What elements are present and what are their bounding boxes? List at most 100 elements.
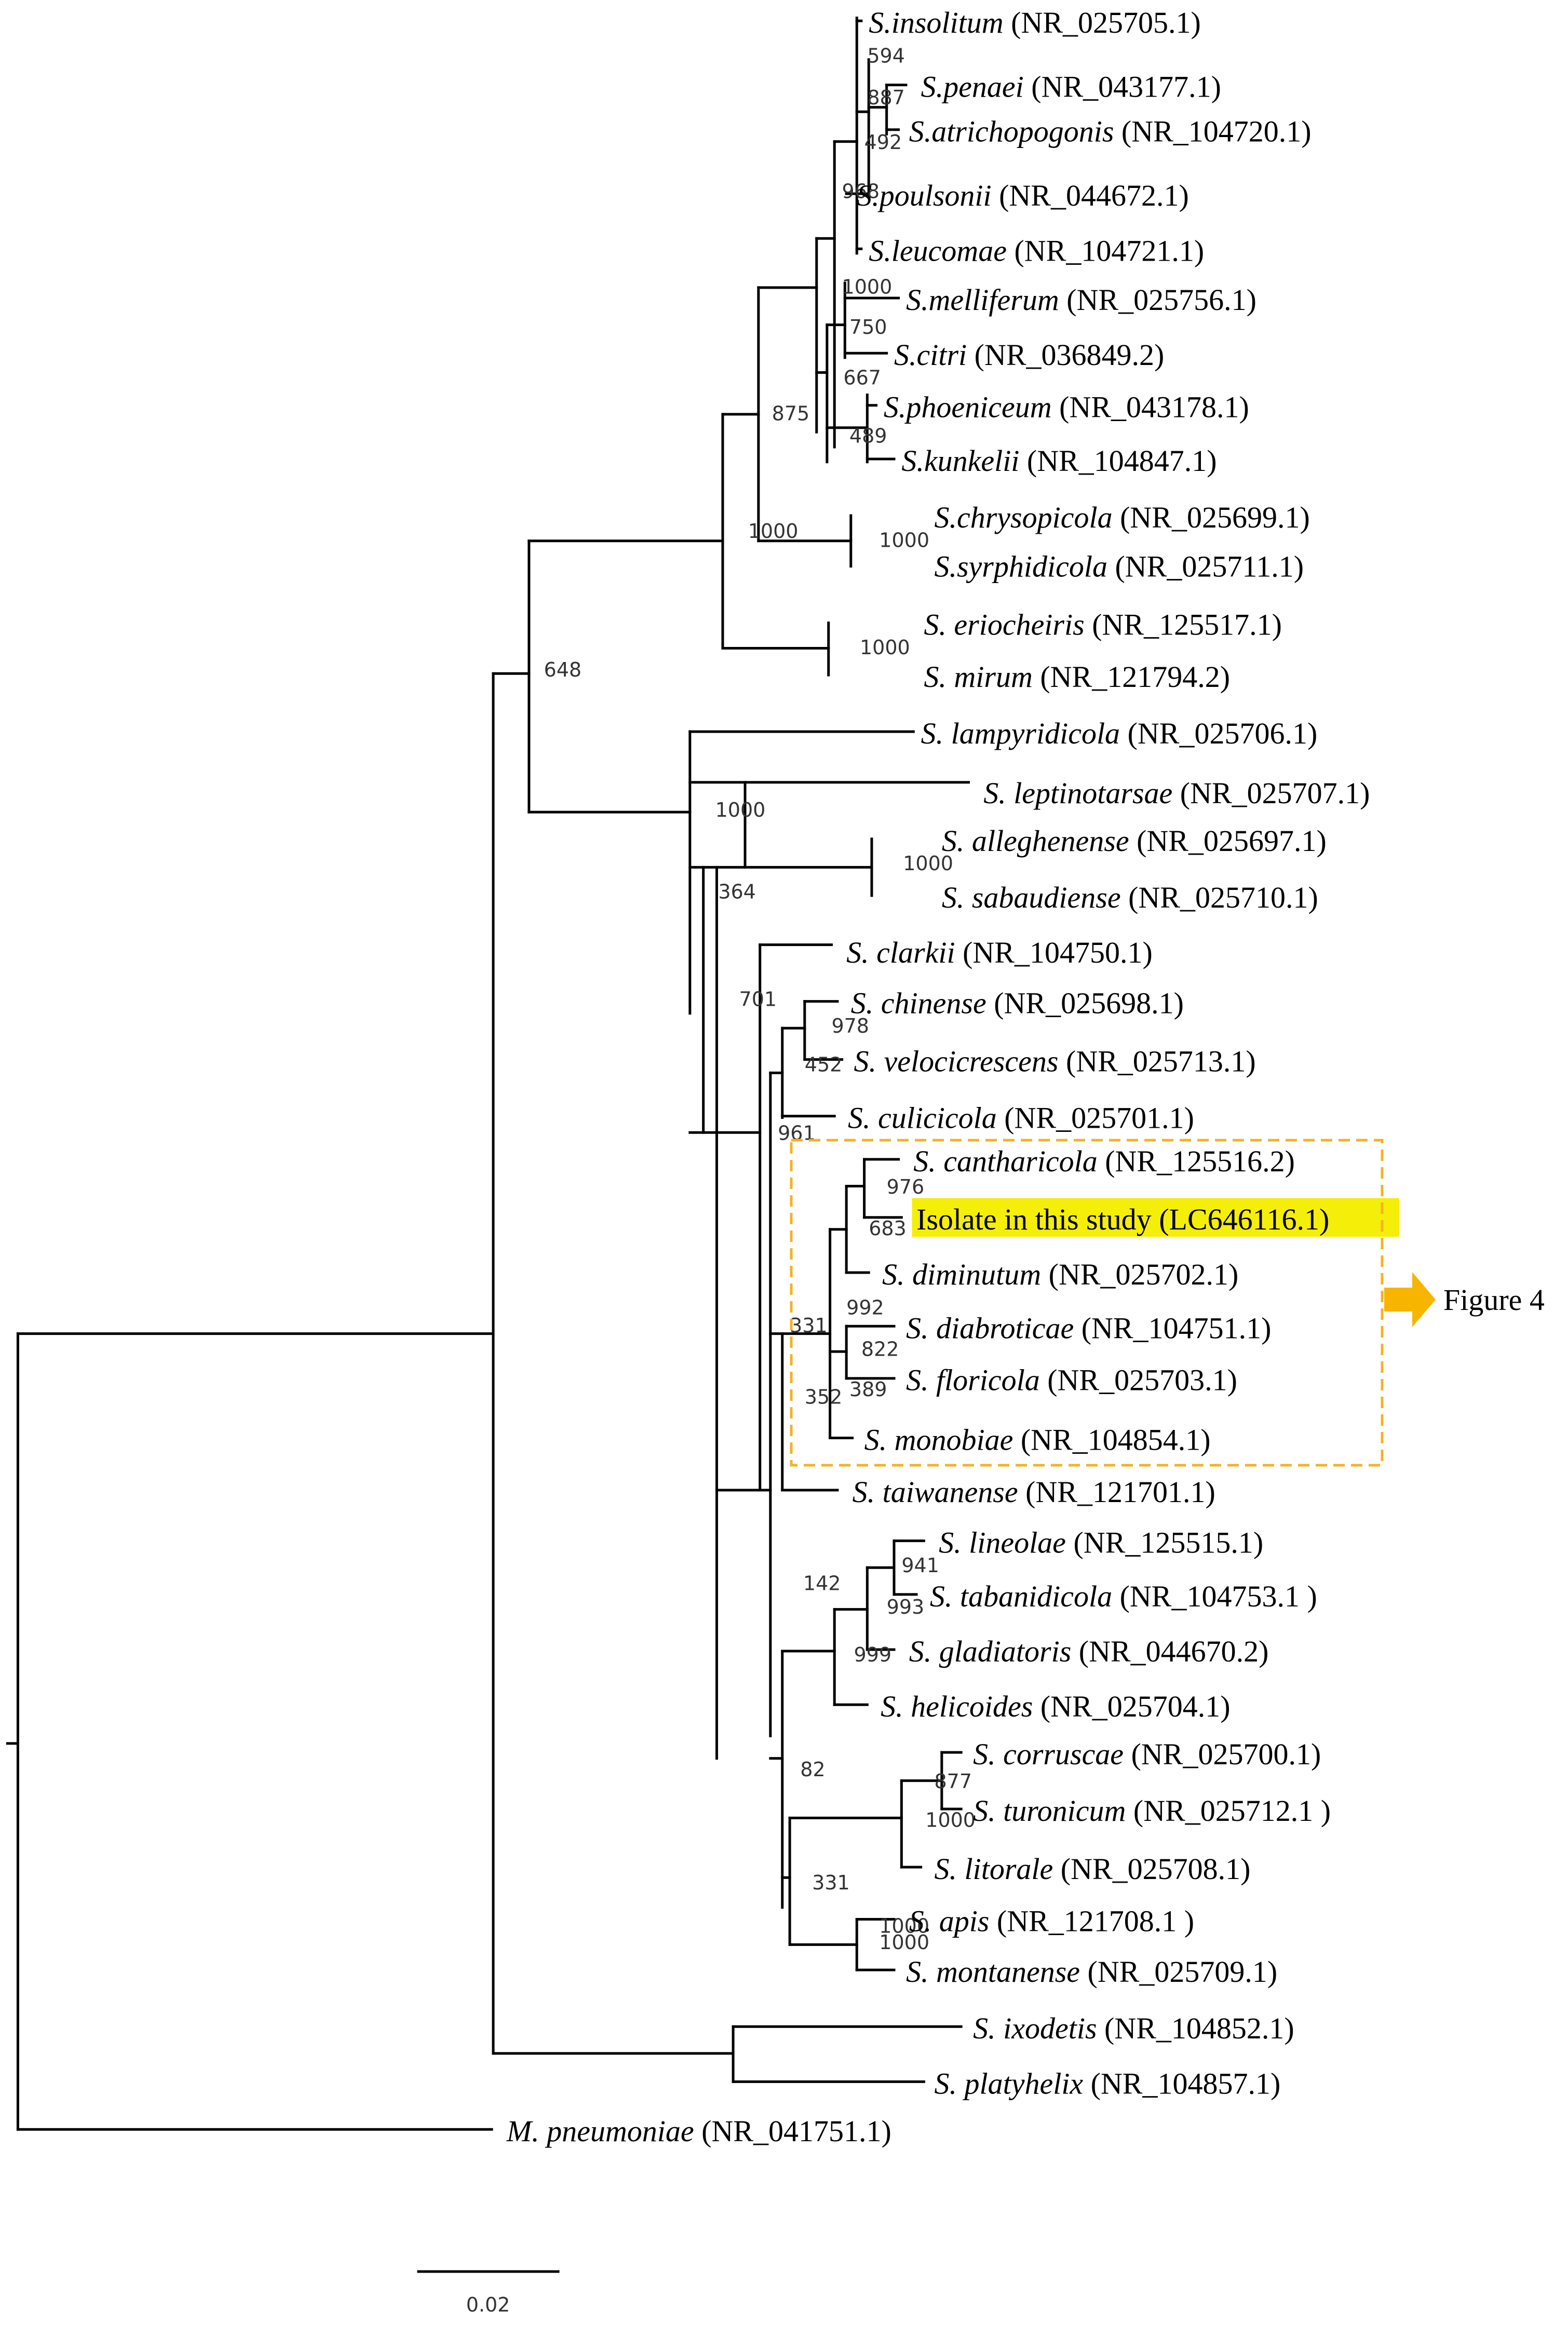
taxon-accession: (NR_025702.1) (1049, 1258, 1239, 1291)
taxon-species: S. velocicrescens (854, 1045, 1059, 1078)
taxon-label: S.insolitum (NR_025705.1) (869, 6, 1201, 39)
taxon-accession: (NR_125517.1) (1092, 608, 1282, 642)
taxon-accession: (NR_025710.1) (1128, 881, 1318, 914)
bootstrap-value: 667 (843, 366, 881, 389)
taxon-label: S.leucomae (NR_104721.1) (869, 234, 1204, 267)
bootstrap-value: 1000 (860, 636, 910, 659)
bootstrap-value: 389 (849, 1378, 887, 1401)
bootstrap-value: 331 (812, 1871, 850, 1894)
taxon-accession: (NR_104857.1) (1091, 2066, 1281, 2100)
taxon-accession: (NR_025705.1) (1011, 6, 1201, 39)
taxon-label: S. lineolae (NR_125515.1) (939, 1526, 1263, 1560)
taxon-species: S. corruscae (973, 1737, 1124, 1771)
taxon-species: S. diminutum (882, 1258, 1041, 1291)
taxon-species: S.melliferum (906, 283, 1059, 317)
taxon-species: S.chrysopicola (934, 501, 1112, 534)
bootstrap-value: 875 (772, 402, 810, 425)
taxon-accession: (NR_043178.1) (1059, 390, 1249, 424)
taxon-label: S. helicoides (NR_025704.1) (881, 1690, 1230, 1723)
taxon-species: S.phoeniceum (884, 390, 1052, 424)
taxon-species: S. apis (909, 1904, 990, 1938)
bootstrap-value: 1000 (903, 852, 953, 875)
taxon-species: S. taiwanense (853, 1475, 1018, 1509)
taxon-species: S. leptinotarsae (983, 776, 1172, 810)
bootstrap-value: 452 (805, 1053, 843, 1076)
taxon-label: S.citri (NR_036849.2) (894, 338, 1164, 372)
taxon-label: S. eriocheiris (NR_125517.1) (924, 608, 1281, 642)
taxon-label: S.poulsonii (NR_044672.1) (857, 179, 1189, 212)
taxon-label: S. monobiae (NR_104854.1) (864, 1423, 1211, 1457)
bootstrap-value: 822 (861, 1338, 899, 1361)
taxon-label: S.syrphidicola (NR_025711.1) (934, 550, 1304, 584)
taxon-accession: (NR_104854.1) (1021, 1423, 1211, 1457)
bootstrap-value: 489 (849, 424, 887, 447)
taxon-accession: (NR_025703.1) (1047, 1363, 1237, 1397)
taxon-accession: (NR_104751.1) (1082, 1311, 1272, 1345)
taxon-label: S. velocicrescens (NR_025713.1) (854, 1045, 1256, 1078)
bootstrap-value: 1000 (842, 275, 893, 298)
taxon-species: S.kunkelii (901, 444, 1019, 478)
taxon-species: M. pneumoniae (506, 2114, 694, 2148)
taxon-accession: (NR_104852.1) (1104, 2011, 1294, 2045)
taxon-label: S.phoeniceum (NR_043178.1) (884, 390, 1249, 424)
taxon-species: S. mirum (924, 660, 1032, 694)
taxon-species: S. chinense (851, 986, 986, 1020)
taxon-species: S. eriocheiris (924, 608, 1084, 642)
bootstrap-value: 1000 (879, 1931, 929, 1954)
taxon-species: S. gladiatoris (909, 1634, 1072, 1668)
taxon-accession: (NR_036849.2) (975, 338, 1165, 372)
taxon-species: S. platyhelix (934, 2066, 1083, 2100)
taxon-accession: (NR_025712.1 ) (1133, 1794, 1331, 1828)
bootstrap-value: 887 (867, 86, 905, 109)
taxon-label: M. pneumoniae (NR_041751.1) (506, 2114, 891, 2148)
taxon-accession: (NR_121708.1 ) (997, 1904, 1194, 1938)
isolate-highlight (912, 1198, 1399, 1237)
taxon-accession: (NR_121701.1) (1025, 1475, 1215, 1509)
tree-branches (6, 16, 970, 2131)
bootstrap-value: 750 (849, 316, 887, 339)
bootstrap-value: 1000 (879, 529, 929, 551)
callout-label: Figure 4 (1443, 1283, 1545, 1317)
taxon-label: S. turonicum (NR_025712.1 ) (973, 1794, 1331, 1828)
taxon-label: S. gladiatoris (NR_044670.2) (909, 1634, 1269, 1668)
taxon-species: S. sabaudiense (942, 881, 1121, 914)
taxon-label: S. cantharicola (NR_125516.2) (913, 1144, 1295, 1178)
taxon-species: S. tabanidicola (930, 1579, 1112, 1613)
bootstrap-value: 648 (544, 658, 582, 681)
taxon-label: S. tabanidicola (NR_104753.1 ) (930, 1579, 1317, 1613)
taxon-label: S.kunkelii (NR_104847.1) (901, 444, 1216, 478)
bootstrap-value: 142 (803, 1572, 841, 1594)
taxon-label: S.chrysopicola (NR_025699.1) (934, 501, 1309, 534)
taxon-accession: (NR_043177.1) (1031, 70, 1221, 104)
taxon-label: S.penaei (NR_043177.1) (921, 70, 1221, 104)
bootstrap-value: 992 (846, 1296, 884, 1319)
bootstrap-value: 968 (842, 180, 880, 203)
taxon-accession: (NR_044670.2) (1079, 1634, 1269, 1668)
taxon-label: S. taiwanense (NR_121701.1) (853, 1475, 1215, 1509)
taxon-species: S. litorale (934, 1852, 1053, 1886)
bootstrap-value: 364 (718, 881, 756, 903)
taxon-accession: (NR_044672.1) (999, 179, 1189, 212)
taxon-label: S. culicicola (NR_025701.1) (848, 1101, 1194, 1135)
taxon-accession: (NR_025704.1) (1040, 1690, 1231, 1723)
taxon-label: S. diabroticae (NR_104751.1) (906, 1311, 1271, 1345)
taxon-species: S.poulsonii (857, 179, 991, 212)
taxon-label: S. platyhelix (NR_104857.1) (934, 2066, 1280, 2100)
taxon-accession: (NR_104753.1 ) (1120, 1579, 1317, 1613)
taxon-label: S. montanense (NR_025709.1) (906, 1955, 1277, 1989)
taxon-label: S.melliferum (NR_025756.1) (906, 283, 1256, 317)
taxon-accession: (NR_104721.1) (1014, 234, 1204, 267)
taxon-accession: (NR_125516.2) (1105, 1144, 1295, 1178)
taxon-accession: (NR_025711.1) (1115, 550, 1304, 584)
bootstrap-value: 701 (739, 988, 777, 1010)
bootstrap-value: 978 (831, 1015, 869, 1037)
taxon-accession: (NR_104750.1) (963, 936, 1153, 969)
taxon-species: S. ixodetis (973, 2011, 1097, 2045)
bootstrap-value: 352 (805, 1386, 843, 1409)
taxon-species: S. lampyridicola (921, 717, 1120, 750)
bootstrap-value: 1000 (879, 1914, 929, 1937)
bootstrap-value: 594 (867, 45, 905, 67)
taxon-label: S. lampyridicola (NR_025706.1) (921, 717, 1318, 750)
taxon-accession: (NR_025709.1) (1088, 1955, 1278, 1989)
taxon-species: S.penaei (921, 70, 1024, 104)
